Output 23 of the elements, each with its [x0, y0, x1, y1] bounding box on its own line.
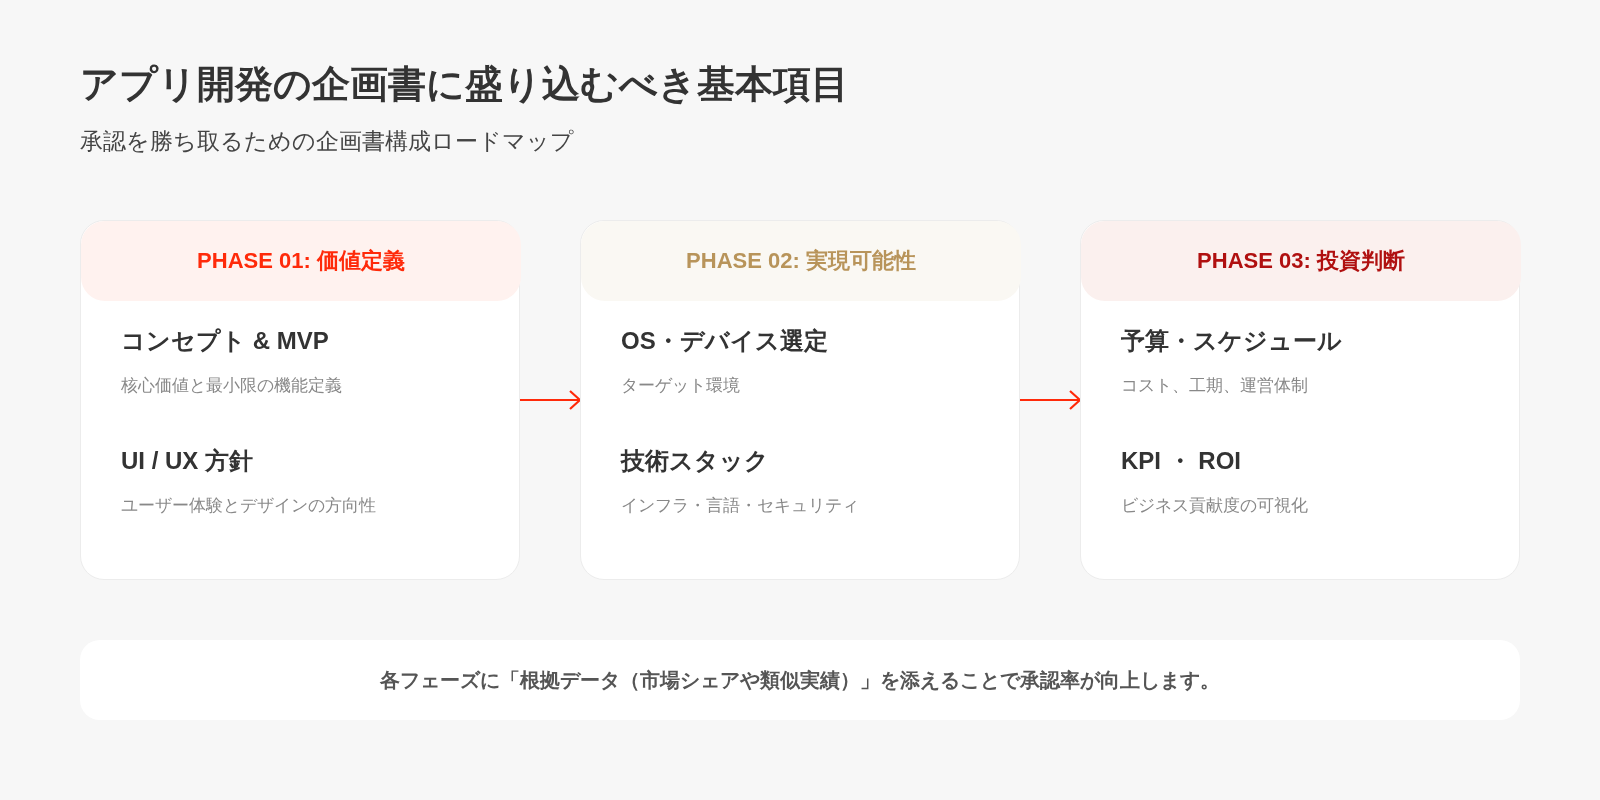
item-heading: コンセプト & MVP: [121, 326, 330, 356]
item-heading: 技術スタック: [621, 446, 770, 476]
item-heading: 予算・スケジュール: [1121, 326, 1343, 356]
item-description: ビジネス貢献度の可視化: [1121, 495, 1309, 517]
item-description: ユーザー体験とデザインの方向性: [121, 495, 377, 517]
phase-title: PHASE 01: 価値定義: [197, 247, 405, 275]
item-description: インフラ・言語・セキュリティ: [621, 495, 860, 517]
item-heading: UI / UX 方針: [121, 446, 254, 476]
phase-card: [1080, 220, 1520, 580]
arrow: [1019, 389, 1082, 411]
item-description: コスト、工期、運営体制: [1121, 375, 1309, 397]
item-description: ターゲット環境: [621, 375, 741, 397]
phase-card: [80, 220, 520, 580]
phase-card: [580, 220, 1020, 580]
phase-title: PHASE 02: 実現可能性: [686, 247, 916, 275]
note-text: 各フェーズに「根拠データ（市場シェアや類似実績）」を添えることで承認率が向上します。: [380, 668, 1220, 693]
item-description: 核心価値と最小限の機能定義: [121, 375, 343, 397]
item-heading: KPI ・ ROI: [1121, 446, 1242, 476]
title: アプリ開発の企画書に盛り込むべき基本項目: [80, 62, 849, 107]
phase-title: PHASE 03: 投資判断: [1197, 247, 1405, 275]
item-heading: OS・デバイス選定: [621, 326, 829, 356]
subtitle: 承認を勝ち取るための企画書構成ロードマップ: [80, 127, 574, 156]
arrow: [519, 389, 582, 411]
